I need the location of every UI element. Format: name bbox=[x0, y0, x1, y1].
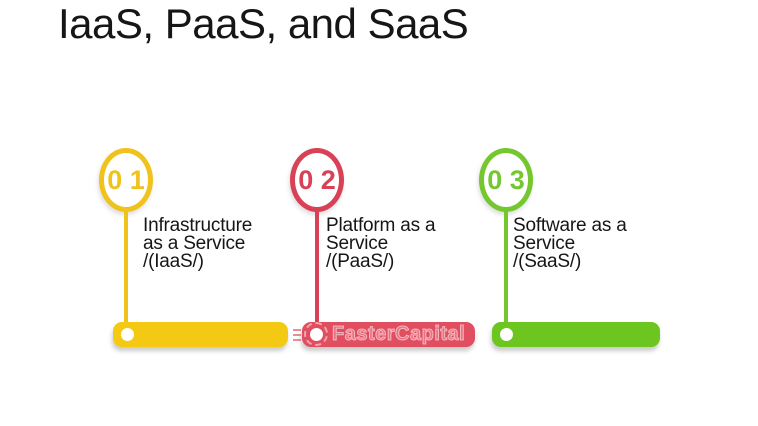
step-1-label-line-1: Infrastructure bbox=[143, 215, 253, 236]
watermark-text: FasterCapital bbox=[331, 323, 466, 346]
fastercapital-watermark: FasterCapital bbox=[293, 322, 475, 347]
step-item-2: 0 2 Platform as a Service /(PaaS/) Faste… bbox=[289, 145, 499, 360]
gear-icon-line bbox=[293, 339, 301, 341]
step-item-3: 0 3 Software as a Service /(SaaS/) bbox=[478, 145, 688, 360]
gear-icon-line bbox=[293, 334, 301, 336]
step-1-number-circle: 0 1 bbox=[99, 148, 153, 212]
step-3-bar bbox=[492, 322, 660, 347]
step-2-label-line-2: Service bbox=[326, 233, 388, 254]
step-3-number: 0 3 bbox=[487, 164, 525, 195]
step-3-label-line-1: Software as a bbox=[513, 215, 627, 236]
step-2-number-circle: 0 2 bbox=[290, 148, 344, 212]
step-2-label: Platform as a Service /(PaaS/) bbox=[326, 215, 436, 272]
step-3-label: Software as a Service /(SaaS/) bbox=[513, 215, 627, 272]
step-2-bar-dot bbox=[310, 328, 323, 341]
gear-icon-line bbox=[293, 329, 301, 331]
step-3-label-line-2: Service bbox=[513, 233, 575, 254]
step-2-connector-line bbox=[315, 211, 319, 325]
step-1-connector-line bbox=[124, 211, 128, 325]
step-1-number: 0 1 bbox=[107, 164, 145, 195]
step-1-bar bbox=[113, 322, 288, 347]
step-2-label-line-1: Platform as a bbox=[326, 215, 436, 236]
page-title: IaaS, PaaS, and SaaS bbox=[58, 0, 469, 47]
step-3-number-circle: 0 3 bbox=[479, 148, 533, 212]
step-3-label-line-3: /(SaaS/) bbox=[513, 251, 582, 272]
step-3-bar-dot bbox=[500, 328, 513, 341]
step-2-number: 0 2 bbox=[298, 164, 336, 195]
step-2-label-line-3: /(PaaS/) bbox=[326, 251, 395, 272]
step-item-1: 0 1 Infrastructure as a Service /(IaaS/) bbox=[98, 145, 308, 360]
step-1-label-line-3: /(IaaS/) bbox=[143, 251, 204, 272]
step-1-label: Infrastructure as a Service /(IaaS/) bbox=[143, 215, 253, 272]
step-2-bar: FasterCapital bbox=[293, 322, 475, 347]
step-1-label-line-2: as a Service bbox=[143, 233, 246, 254]
step-1-bar-dot bbox=[121, 328, 134, 341]
step-3-connector-line bbox=[504, 211, 508, 325]
